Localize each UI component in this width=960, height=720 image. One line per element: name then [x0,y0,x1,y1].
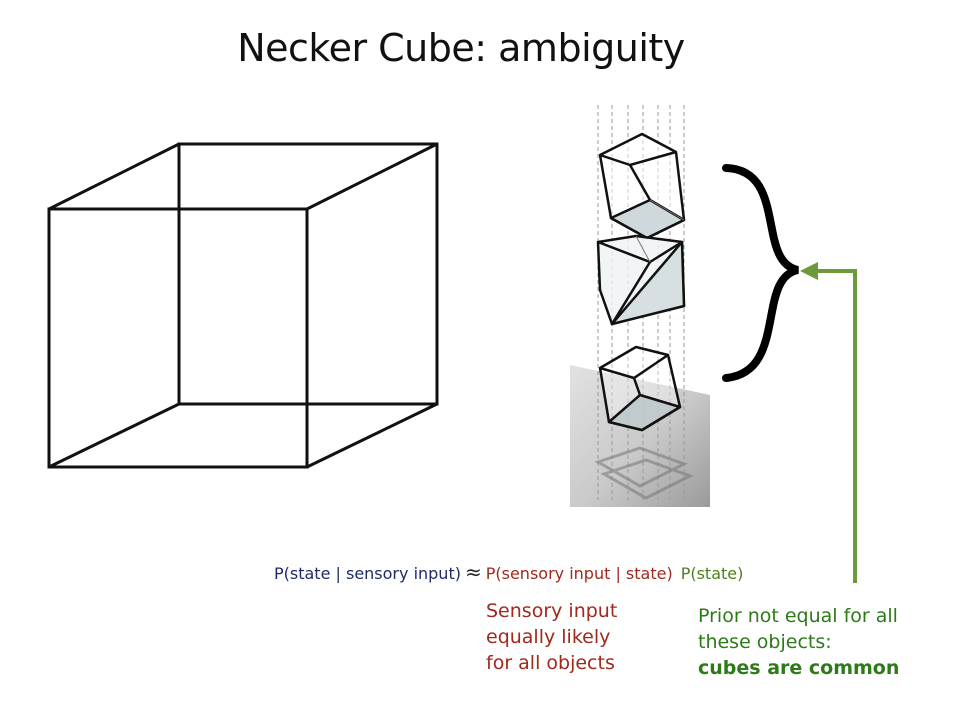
arrow-icon [814,269,857,583]
posterior-term: P(state | sensory input) [274,564,461,583]
approx-symbol: ≈ [464,560,482,584]
wedge-shape-icon [596,234,686,326]
prior-note-line: these objects: [698,631,832,653]
likelihood-note: Sensory input equally likely for all obj… [486,598,666,676]
cube-shape-icon [598,132,686,240]
likelihood-term: P(sensory input | state) [485,564,673,583]
curly-brace-icon [722,164,800,382]
likelihood-note-line: for all objects [486,652,615,674]
likelihood-note-line: Sensory input [486,600,618,622]
prior-term: P(state) [680,564,744,583]
likelihood-note-line: equally likely [486,626,611,648]
cube-on-table-icon [598,345,682,432]
shadow-cube-icon [594,446,694,500]
prior-note-line: Prior not equal for all [698,605,898,627]
page-title: Necker Cube: ambiguity [237,26,685,70]
prior-note-emphasis: cubes are common [698,657,900,679]
bayes-formula: P(state | sensory input)≈P(sensory input… [274,560,743,584]
prior-note: Prior not equal for all these objects: c… [698,603,928,681]
